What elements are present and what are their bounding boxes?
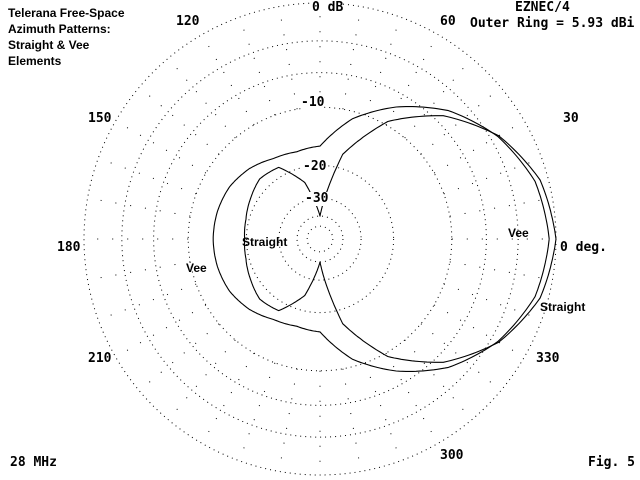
program-label: EZNEC/4 — [515, 0, 570, 15]
angle-label-150: 150 — [88, 111, 112, 126]
grid-spoke — [87, 197, 191, 217]
grid-ring — [187, 106, 453, 372]
grid-spoke — [238, 17, 276, 116]
grid-spoke — [238, 362, 276, 461]
title-line-2: Azimuth Patterns: — [8, 22, 111, 36]
grid-spoke — [98, 157, 197, 195]
grid-ring — [83, 2, 557, 476]
grid-spoke — [364, 362, 402, 461]
grid-spoke — [201, 34, 255, 126]
grid-ring — [296, 215, 344, 263]
grid-ring — [121, 40, 519, 438]
title-line-1: Telerana Free-Space — [8, 6, 125, 20]
grid-spoke — [201, 352, 255, 444]
frequency-label: 28 MHz — [10, 455, 57, 470]
angle-label-60: 60 — [440, 14, 456, 29]
grid-spoke — [404, 57, 473, 139]
curve-label-vee-right: Vee — [508, 226, 529, 240]
ring-label-10: -10 — [301, 95, 325, 110]
grid-spoke — [385, 34, 439, 126]
curve-label-straight-left: Straight — [242, 235, 288, 249]
angle-label-180: 180 — [57, 240, 81, 255]
grid-spoke — [385, 352, 439, 444]
outer-ring-label: Outer Ring = 5.93 dBi — [470, 16, 635, 31]
grid-ring — [245, 164, 395, 314]
ring-label-30: -30 — [305, 191, 329, 206]
grid-spoke — [87, 261, 191, 281]
grid-spoke — [449, 197, 553, 217]
title-line-3: Straight & Vee — [8, 38, 90, 52]
curve-label-straight-right: Straight — [540, 300, 586, 314]
grid-spoke — [404, 339, 473, 421]
grid-spoke — [167, 57, 236, 139]
ring-label-20: -20 — [303, 159, 327, 174]
angle-label-330: 330 — [536, 351, 560, 366]
figure-label: Fig. 5 — [588, 455, 635, 470]
grid-ring — [153, 72, 487, 406]
grid-spoke — [364, 17, 402, 116]
curve-label-vee-left: Vee — [186, 261, 207, 275]
grid-spoke — [342, 368, 362, 472]
grid-spoke — [138, 86, 220, 155]
angle-label-300: 300 — [440, 448, 464, 463]
grid-spoke — [278, 368, 298, 472]
grid-spoke — [115, 304, 207, 358]
series-straight-pattern — [243, 115, 557, 363]
grid-ring — [278, 197, 362, 281]
series-vee-pattern — [212, 106, 550, 372]
grid-ring — [306, 225, 334, 253]
title-line-4: Elements — [8, 54, 62, 68]
ring-label-0db: 0 dB — [312, 0, 344, 15]
angle-label-120: 120 — [176, 14, 200, 29]
grid-spoke — [449, 261, 553, 281]
angle-label-210: 210 — [88, 351, 112, 366]
grid-spoke — [167, 339, 236, 421]
angle-label-0: 0 deg. — [560, 240, 607, 255]
angle-label-30: 30 — [563, 111, 579, 126]
grid-spoke — [98, 283, 197, 321]
grid-spoke — [115, 120, 207, 174]
grid-spoke — [342, 6, 362, 110]
grid-spoke — [278, 6, 298, 110]
grid-spoke — [138, 323, 220, 392]
